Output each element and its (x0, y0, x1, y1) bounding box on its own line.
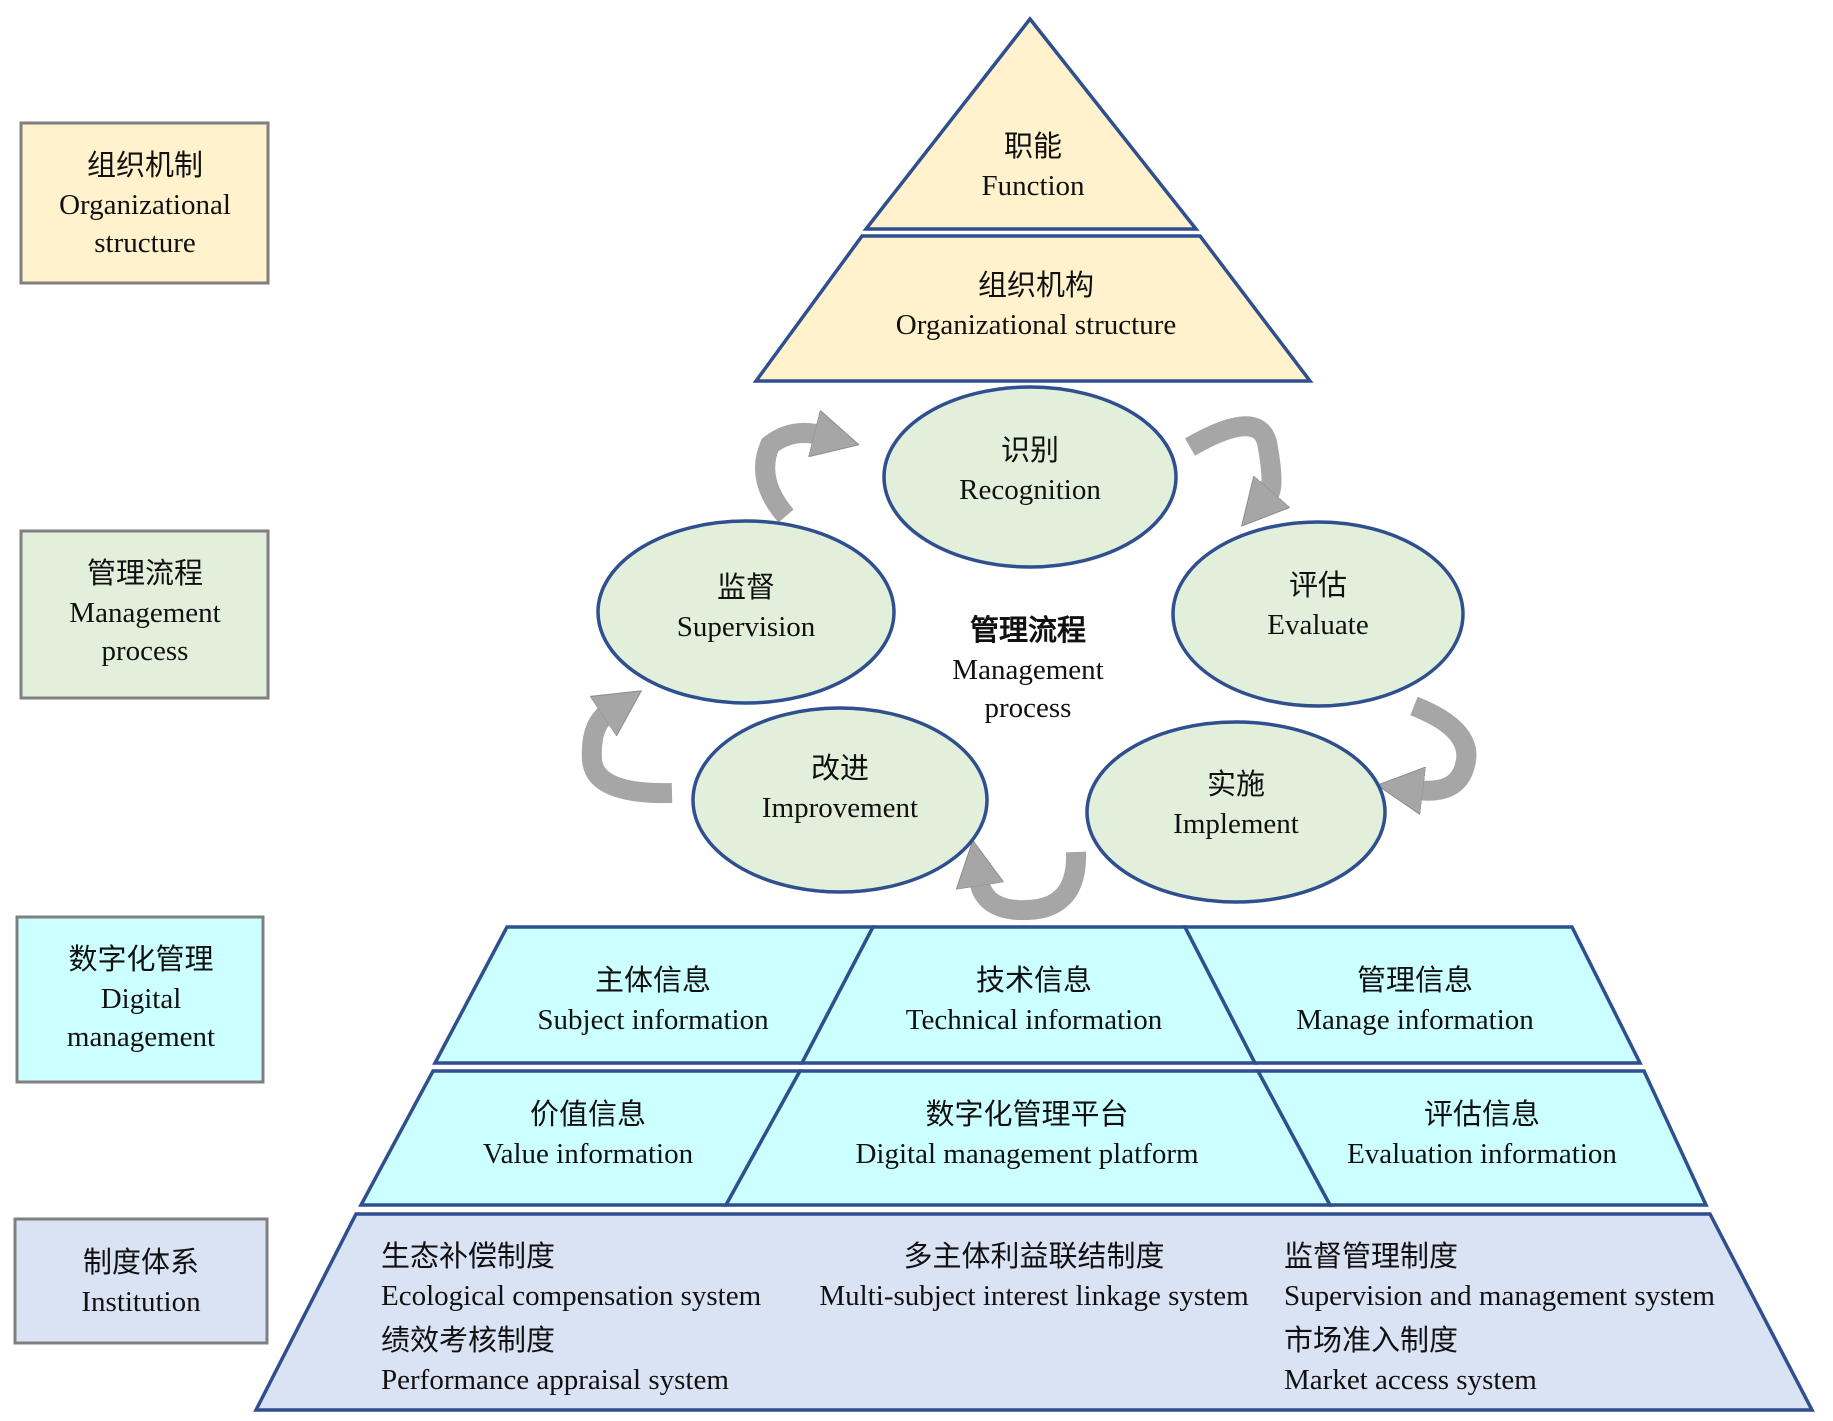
node-label-zh: 监督 (717, 571, 775, 604)
side-box-organizational (19, 121, 270, 285)
cycle-arrow-improvement-to-supervision (581, 713, 673, 804)
function-label-zh: 职能 (1004, 130, 1062, 163)
digital-label-en: Digital management platform (855, 1138, 1199, 1170)
institution-item-en: Ecological compensation system (381, 1280, 762, 1312)
organizational-structure-trapezoid (752, 234, 1314, 383)
digital-tier: 主体信息 Subject information 技术信息 Technical … (358, 925, 1709, 1207)
institution-item-en: Supervision and management system (1284, 1280, 1715, 1312)
process-center-label: 管理流程 Management process (952, 613, 1103, 724)
digital-label-zh: 技术信息 (976, 964, 1092, 997)
side-label-en: Digital (101, 983, 182, 1015)
institution-item-zh: 多主体利益联结制度 (903, 1240, 1164, 1273)
process-node-implement: 实施 Implement (1085, 720, 1387, 904)
digital-label-en: Value information (483, 1138, 694, 1170)
cycle-arrow-evaluate-to-implement (1414, 696, 1477, 791)
side-label-en: process (102, 635, 189, 667)
digital-label-zh: 主体信息 (595, 964, 711, 997)
side-label-zh: 管理流程 (87, 557, 203, 590)
organization-tier: 职能 Function 组织机构 Organizational structur… (752, 16, 1314, 383)
side-label-institution: 制度体系 Institution (13, 1217, 269, 1345)
digital-cell-evaluation (1255, 1069, 1709, 1207)
node-label-en: Improvement (762, 792, 918, 824)
side-label-en: Organizational (59, 189, 231, 221)
side-label-en: Institution (81, 1286, 201, 1318)
digital-label-en: Evaluation information (1347, 1138, 1617, 1170)
digital-cell-manage (1182, 925, 1643, 1065)
org-structure-label-en: Organizational structure (896, 309, 1177, 341)
digital-label-zh: 数字化管理平台 (925, 1098, 1128, 1131)
side-label-zh: 组织机制 (87, 149, 203, 182)
cycle-arrow-recognition-to-evaluate (1185, 416, 1272, 496)
institution-item-en: Performance appraisal system (381, 1364, 729, 1396)
side-label-digital: 数字化管理 Digital management (15, 915, 265, 1084)
process-tier: 识别 Recognition 评估 Evaluate 实施 Implement … (596, 385, 1465, 904)
function-label-en: Function (981, 170, 1085, 202)
node-label-en: Supervision (677, 611, 816, 643)
center-label-en: Management (952, 654, 1103, 686)
digital-label-en: Manage information (1296, 1004, 1534, 1036)
node-label-zh: 改进 (811, 752, 869, 785)
node-label-en: Implement (1173, 808, 1299, 840)
node-ellipse (1171, 520, 1465, 708)
node-label-zh: 实施 (1207, 768, 1265, 801)
institution-item-en: Multi-subject interest linkage system (819, 1280, 1249, 1312)
side-box-digital (15, 915, 265, 1084)
side-label-zh: 制度体系 (83, 1246, 199, 1279)
institution-item-zh: 绩效考核制度 (381, 1324, 555, 1357)
cycle-arrows (581, 416, 1477, 921)
side-label-zh: 数字化管理 (68, 943, 213, 976)
cycle-arrow-supervision-to-recognition (755, 433, 820, 523)
process-node-evaluate: 评估 Evaluate (1171, 520, 1465, 708)
node-label-zh: 识别 (1001, 435, 1059, 467)
side-label-management: 管理流程 Management process (19, 529, 270, 700)
process-node-recognition: 识别 Recognition (882, 385, 1178, 569)
digital-label-en: Subject information (537, 1004, 769, 1036)
side-label-en: management (67, 1021, 215, 1053)
side-label-en: Management (69, 597, 220, 629)
function-triangle (862, 16, 1200, 231)
node-ellipse (882, 385, 1178, 569)
node-ellipse (1085, 720, 1387, 904)
institution-item-zh: 生态补偿制度 (381, 1240, 555, 1273)
center-label-en: process (985, 692, 1072, 724)
institution-item-zh: 市场准入制度 (1284, 1324, 1458, 1357)
node-ellipse (691, 706, 989, 894)
node-label-zh: 评估 (1289, 569, 1347, 602)
node-label-en: Evaluate (1267, 609, 1368, 641)
side-box-management (19, 529, 270, 700)
institution-item-zh: 监督管理制度 (1284, 1240, 1458, 1273)
cycle-arrow-implement-to-improvement (979, 852, 1087, 921)
institution-tier: 生态补偿制度 Ecological compensation system 绩效… (253, 1212, 1815, 1412)
digital-label-zh: 价值信息 (530, 1098, 646, 1131)
digital-label-en: Technical information (906, 1004, 1163, 1036)
institution-trapezoid (253, 1212, 1815, 1412)
org-structure-label-zh: 组织机构 (978, 269, 1094, 302)
process-node-supervision: 监督 Supervision (596, 519, 896, 705)
side-label-organizational: 组织机制 Organizational structure (19, 121, 270, 285)
side-box-institution (13, 1217, 269, 1345)
process-node-improvement: 改进 Improvement (691, 706, 989, 894)
digital-label-zh: 管理信息 (1357, 964, 1473, 997)
center-label-zh: 管理流程 (970, 613, 1086, 647)
digital-label-zh: 评估信息 (1424, 1098, 1540, 1131)
node-label-en: Recognition (959, 474, 1101, 506)
side-label-en: structure (94, 227, 195, 259)
node-ellipse (596, 519, 896, 705)
institution-item-en: Market access system (1284, 1364, 1537, 1396)
